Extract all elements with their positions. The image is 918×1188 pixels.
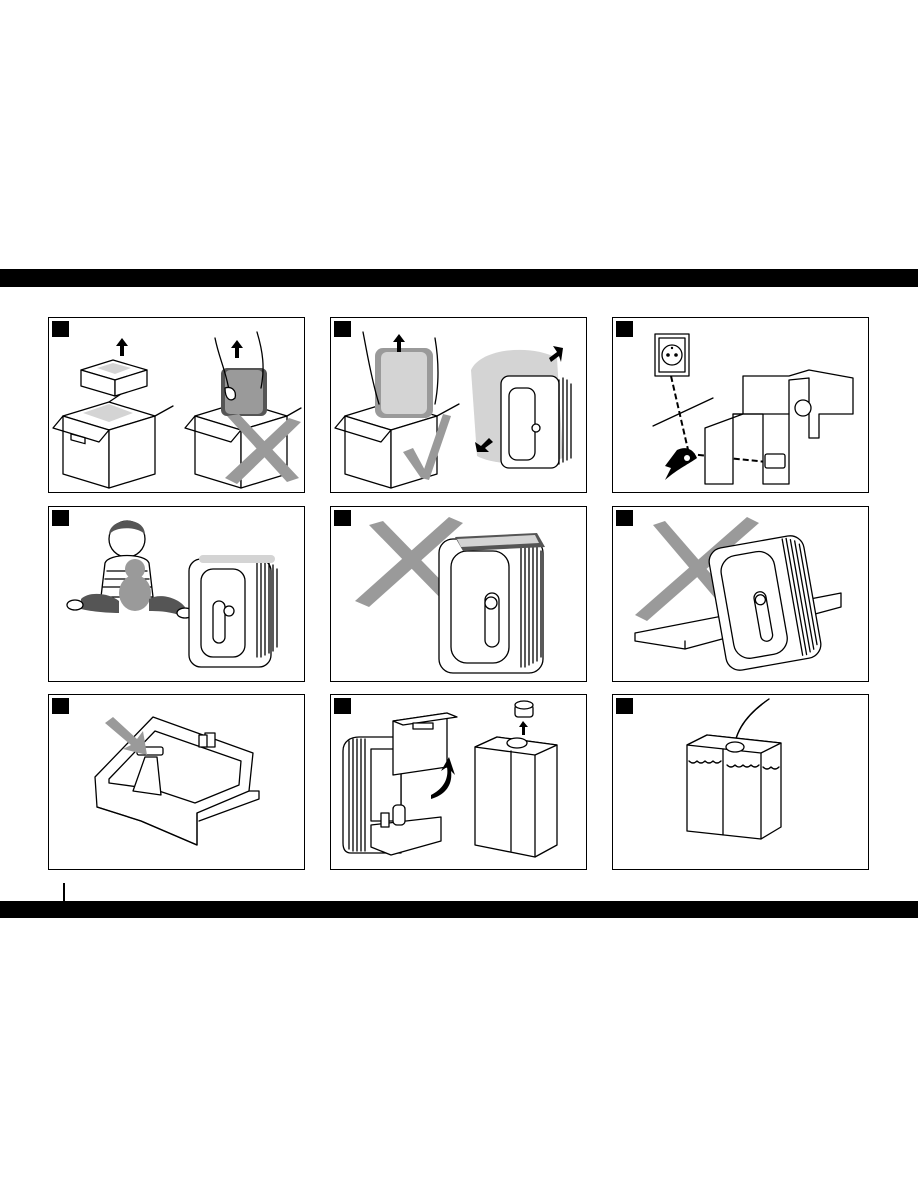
page-corner-mark [63,883,65,902]
panel-step-6 [612,506,869,682]
unpacking-bag-illustration [331,318,587,493]
step-number-box [616,698,633,714]
panel-step-3 [612,317,869,493]
tank-removal-illustration [331,695,587,870]
panel-step-9 [612,694,869,870]
panel-step-5 [330,506,587,682]
step-number-box [616,321,633,337]
panel-step-7 [48,694,305,870]
child-near-appliance-illustration [49,507,305,682]
rating-label-illustration [613,318,869,493]
step-number-box [52,510,69,526]
tank-filling-illustration [613,695,869,870]
panel-step-1 [48,317,305,493]
step-number-box [334,698,351,714]
panel-step-2 [330,317,587,493]
no-cover-illustration [331,507,587,682]
step-number-box [616,510,633,526]
step-number-box [334,321,351,337]
unpacking-illustration [49,318,305,493]
step-number-box [334,510,351,526]
bottom-black-bar [0,901,918,918]
panel-step-4 [48,506,305,682]
panel-step-8 [330,694,587,870]
base-tray-illustration [49,695,305,870]
no-edge-illustration [613,507,869,682]
step-number-box [52,698,69,714]
top-black-bar [0,269,918,287]
step-number-box [52,321,69,337]
